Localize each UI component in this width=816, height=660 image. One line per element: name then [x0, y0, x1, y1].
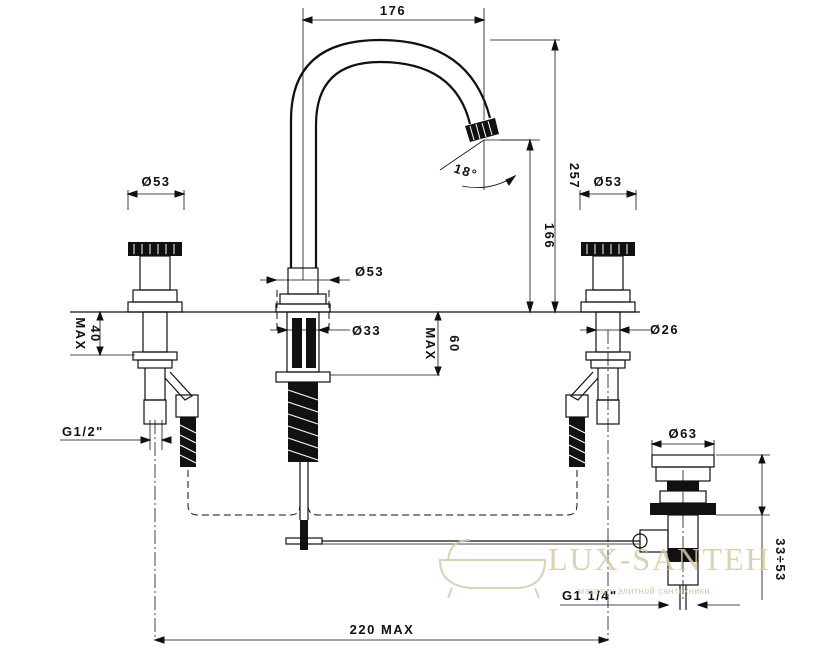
dimension-spout-base-dia: Ø53: [260, 264, 384, 284]
spout-base-dia-label: Ø53: [355, 264, 384, 279]
center-deck-max-value: 60: [447, 335, 462, 352]
spout-hole-dia-label: Ø33: [352, 323, 381, 338]
dimension-left-deck-max: 40 MAX: [70, 310, 135, 357]
center-deck-max-label: MAX: [423, 327, 438, 360]
dimension-spout-reach: 176: [301, 3, 486, 24]
dimension-spout-angle: 18°: [439, 139, 530, 190]
drain-thread-label: G1 1/4": [562, 588, 618, 603]
dimension-spread: 220 MAX: [153, 622, 610, 644]
valve-hole-dia-label: Ø26: [650, 322, 679, 337]
dimension-total-height: 257: [490, 38, 582, 314]
pop-up-drain: Ø63: [632, 426, 716, 610]
spout-height-label: 166: [542, 223, 557, 249]
spread-label: 220 MAX: [350, 622, 415, 637]
dimension-valve-hole-dia: Ø26: [580, 322, 679, 337]
handle-left-dia-label: Ø53: [141, 174, 170, 189]
inlet-thread-label: G1/2": [62, 424, 104, 439]
hose-left: [187, 470, 301, 516]
hose-right: [307, 470, 578, 516]
left-deck-max-value: 40: [88, 325, 103, 342]
dimension-spout-height: 166: [500, 138, 557, 314]
aerator-icon: [465, 118, 499, 142]
total-height-label: 257: [567, 163, 582, 189]
dimension-inlet-thread: G1/2": [60, 420, 172, 450]
spout-shank: [275, 290, 331, 520]
dimension-drain-thread: G1 1/4": [560, 588, 740, 609]
drain-dia-label: Ø63: [668, 426, 697, 441]
dimension-center-deck-max: 60 MAX: [330, 310, 462, 377]
drain-rod: [285, 520, 640, 550]
watermark-brand: LUX-SANTEH: [548, 541, 771, 577]
watermark-tagline: магазин элитной сантехники: [578, 586, 710, 596]
watermark: LUX-SANTEH магазин элитной сантехники: [438, 539, 771, 599]
spout-reach-label: 176: [380, 3, 406, 18]
drain-range-label: 33÷53: [773, 538, 788, 582]
left-deck-max-label: MAX: [73, 317, 88, 350]
spout-angle-label: 18°: [452, 161, 480, 183]
spout: [275, 38, 499, 313]
dimension-spout-hole-dia: Ø33: [270, 323, 381, 338]
left-handle: Ø53: [126, 174, 199, 467]
handle-right-dia-label: Ø53: [593, 174, 622, 189]
dimension-drain-range: 33÷53: [716, 453, 788, 600]
bathtub-logo-icon: [438, 539, 547, 599]
right-handle: Ø53: [565, 174, 638, 467]
